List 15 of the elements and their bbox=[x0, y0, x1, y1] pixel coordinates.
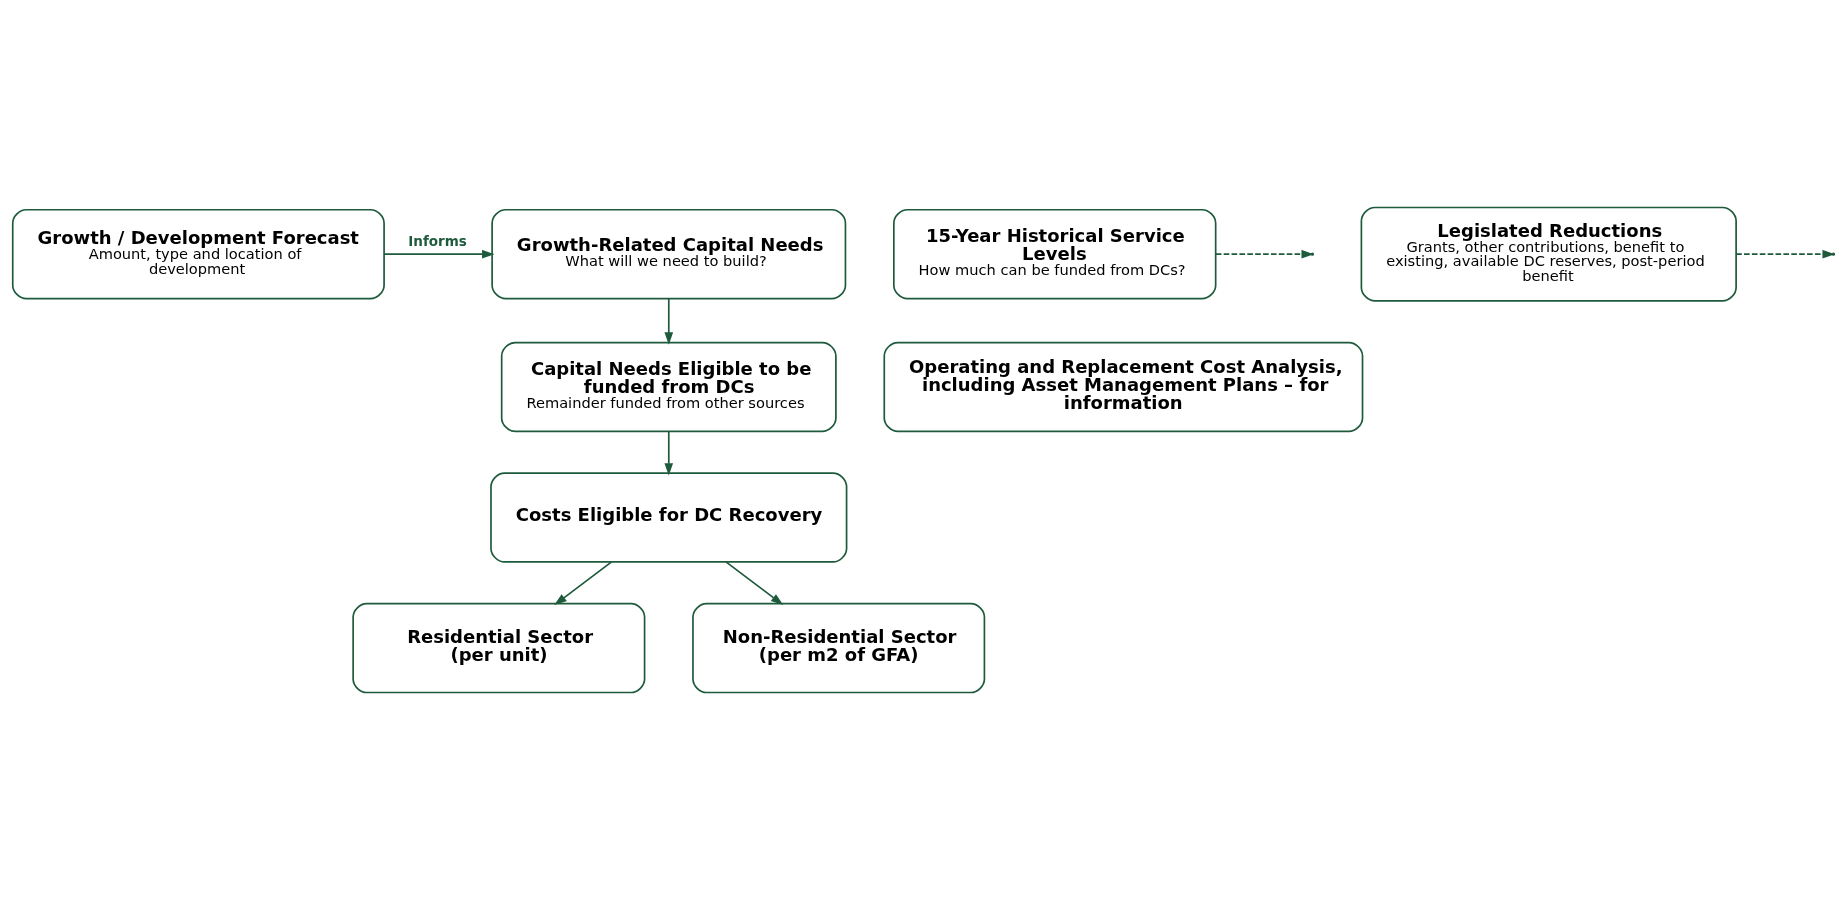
arrow bbox=[554, 561, 613, 606]
arrow bbox=[383, 249, 495, 259]
node-box: Capital Needs Eligible to be funded from DCs Remainder funded from other sources bbox=[500, 341, 837, 433]
node-box: Legislated Reductions Grants, other contributions, benefit to existing, available DC reserves, post-period benefit bbox=[1360, 206, 1737, 302]
node-box: Growth-Related Capital Needs What will we need to build? bbox=[491, 208, 847, 300]
arrow bbox=[664, 430, 674, 476]
edge-label: Informs bbox=[408, 232, 467, 249]
node-box: Growth / Development Forecast Amount, type and location of development bbox=[11, 208, 385, 300]
node-box: 15-Year Historical Service Levels How much can be funded from DCs? bbox=[893, 208, 1217, 300]
node-box: Operating and Replacement Cost Analysis, including Asset Management Plans – for information bbox=[883, 341, 1364, 433]
node-box: Costs Eligible for DC Recovery bbox=[490, 472, 848, 563]
arrow bbox=[725, 561, 784, 606]
node-box: Non-Residential Sector (per m2 of GFA) bbox=[692, 602, 986, 694]
node-box: Residential Sector (per unit) bbox=[352, 602, 646, 694]
arrow bbox=[664, 297, 674, 345]
